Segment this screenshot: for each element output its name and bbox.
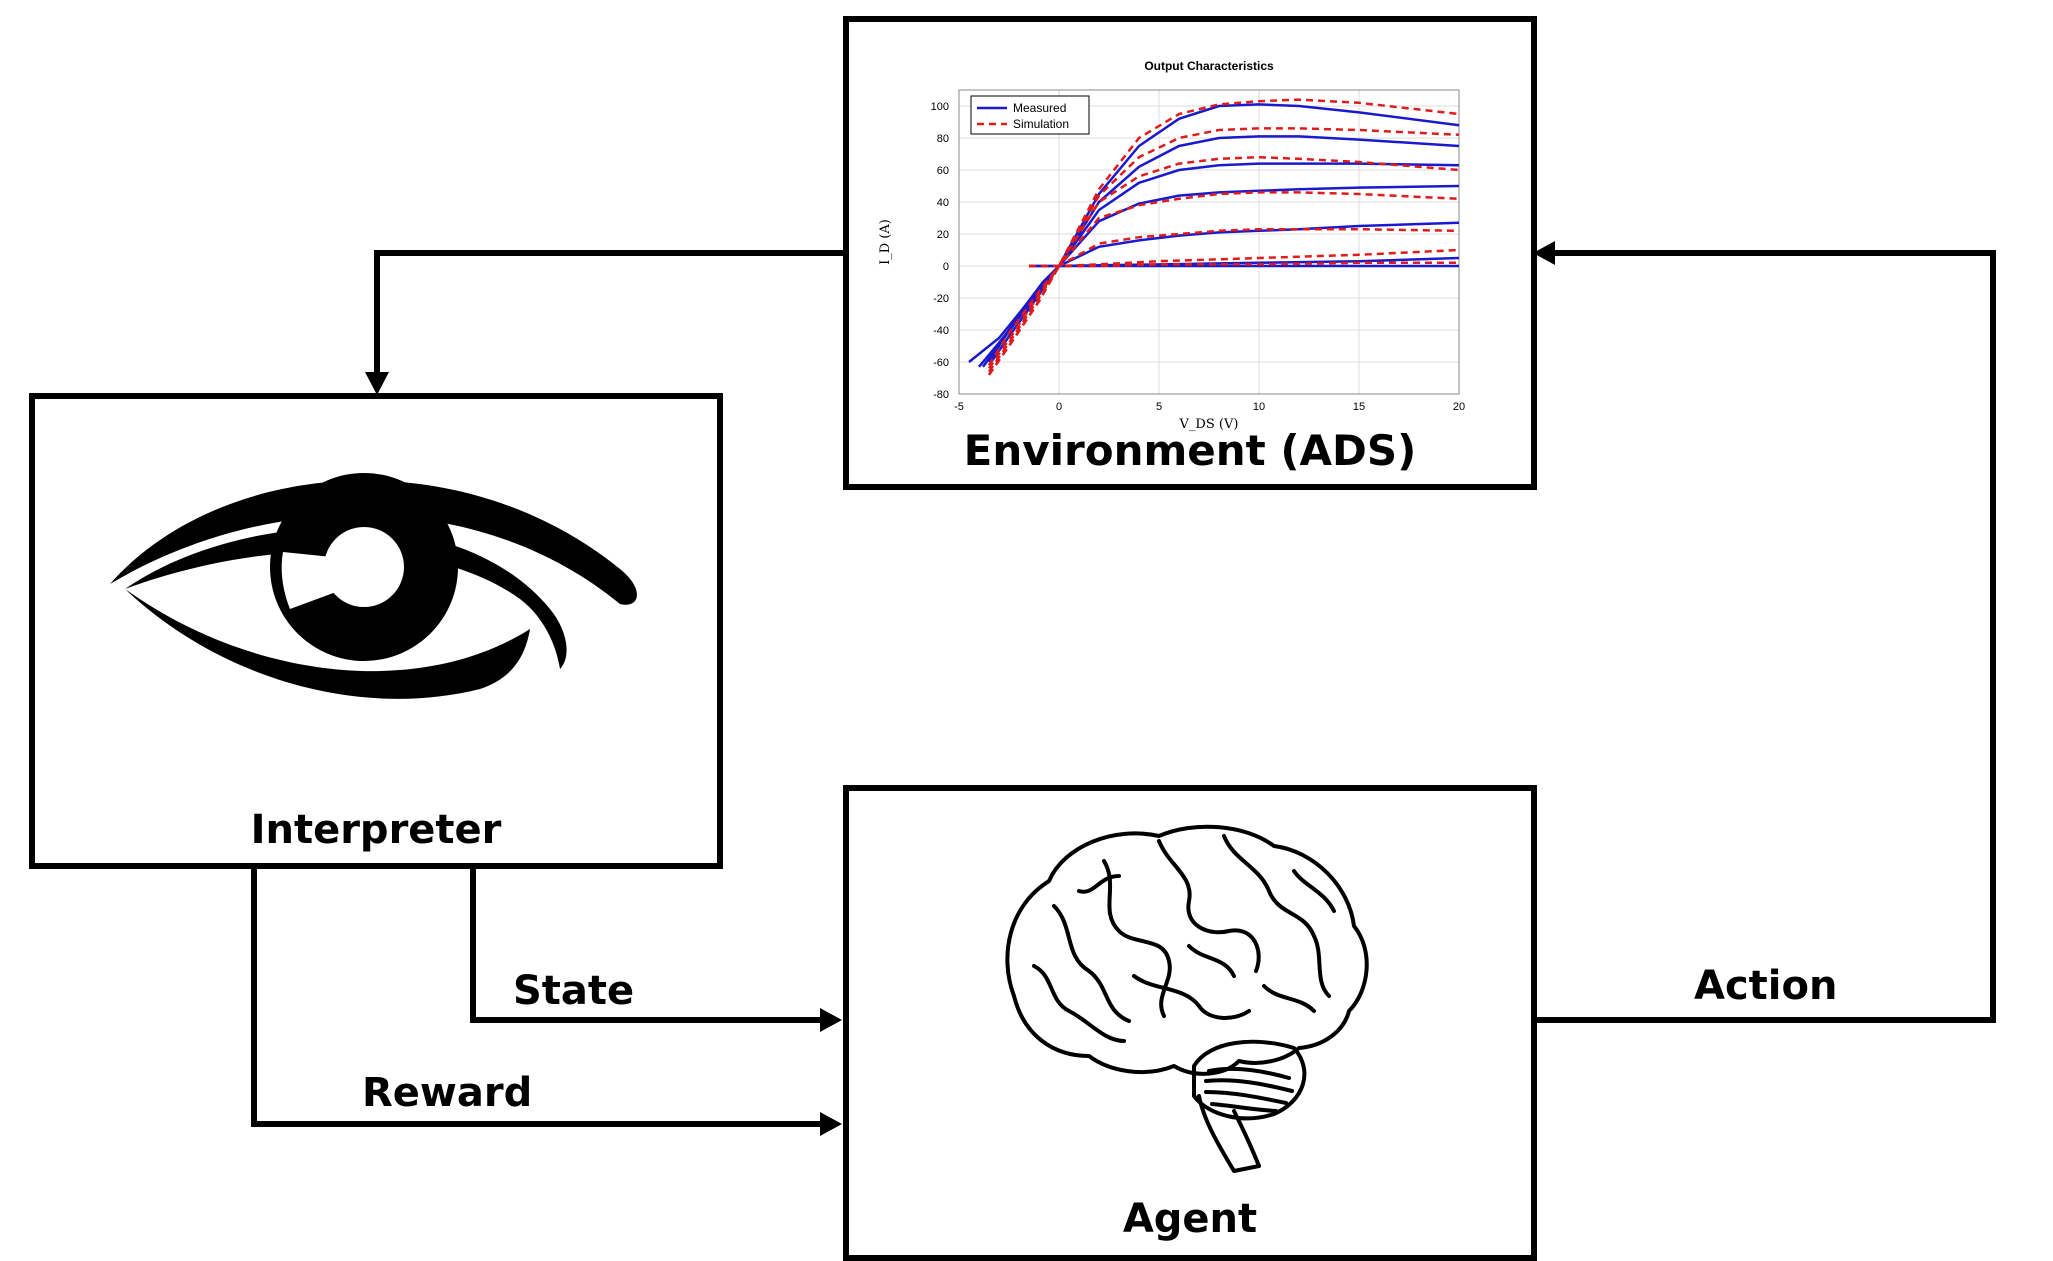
y-tick-label: 0 — [943, 261, 949, 273]
simulation-curve — [987, 227, 1460, 366]
env-to-interpreter-arrowhead — [365, 372, 389, 395]
measured-curve — [987, 162, 1460, 366]
agent-box: Agent — [843, 785, 1537, 1261]
action-label: Action — [1694, 963, 1838, 1009]
simulation-curve — [987, 155, 1460, 373]
action-arrow — [1532, 250, 1996, 1023]
y-tick-label: -60 — [933, 357, 949, 369]
legend-entry: Measured — [1013, 101, 1066, 115]
x-tick-label: 15 — [1353, 401, 1365, 413]
output-characteristics-chart: -5 0 5 10 15 20 -80 -60 -40 -20 0 20 40 60 80 100 Output… — [878, 59, 1465, 432]
y-tick-label: 40 — [937, 197, 949, 209]
x-tick-label: 10 — [1253, 401, 1265, 413]
x-tick-label: 20 — [1453, 401, 1465, 413]
y-tick-label: 60 — [937, 165, 949, 177]
y-axis-label: I_D (A) — [878, 219, 893, 265]
chart-title: Output Characteristics — [1144, 59, 1274, 73]
eye-icon — [110, 473, 637, 699]
legend-box — [970, 95, 1090, 135]
interpreter-box: Interpreter — [29, 393, 723, 869]
reward-arrow — [251, 864, 827, 1127]
x-tick-label: 0 — [1056, 401, 1062, 413]
environment-box: -5 0 5 10 15 20 -80 -60 -40 -20 0 20 40 60 80 100 Output… — [843, 16, 1537, 490]
action-arrowhead — [1533, 241, 1555, 265]
simulation-curve — [1029, 248, 1460, 268]
y-tick-label: -40 — [933, 325, 949, 337]
env-to-interpreter-arrow — [374, 250, 843, 386]
y-tick-label: 100 — [931, 101, 949, 113]
measured-curve — [981, 184, 1460, 368]
y-tick-label: 20 — [937, 229, 949, 241]
measured-curve — [978, 135, 1460, 368]
y-tick-label: 80 — [937, 133, 949, 145]
interpreter-label: Interpreter — [250, 807, 502, 853]
state-arrow — [470, 864, 827, 1023]
brain-icon — [1005, 824, 1369, 1173]
y-tick-label: -80 — [933, 389, 949, 401]
y-tick-label: -20 — [933, 293, 949, 305]
reward-label: Reward — [362, 1070, 533, 1116]
state-arrowhead — [820, 1008, 842, 1032]
environment-label: Environment (ADS) — [963, 426, 1417, 475]
x-tick-label: -5 — [954, 401, 964, 413]
x-axis-label: V_DS (V) — [1179, 417, 1239, 432]
simulation-curve — [1029, 261, 1459, 268]
simulation-curve — [987, 191, 1460, 370]
agent-label: Agent — [1122, 1196, 1258, 1242]
simulation-curve — [987, 98, 1460, 376]
plot-frame — [958, 89, 1460, 395]
simulation-curve — [987, 127, 1460, 376]
state-label: State — [513, 968, 635, 1014]
legend-entry: Simulation — [1013, 117, 1069, 131]
x-tick-label: 5 — [1156, 401, 1162, 413]
reward-arrowhead — [820, 1112, 842, 1136]
